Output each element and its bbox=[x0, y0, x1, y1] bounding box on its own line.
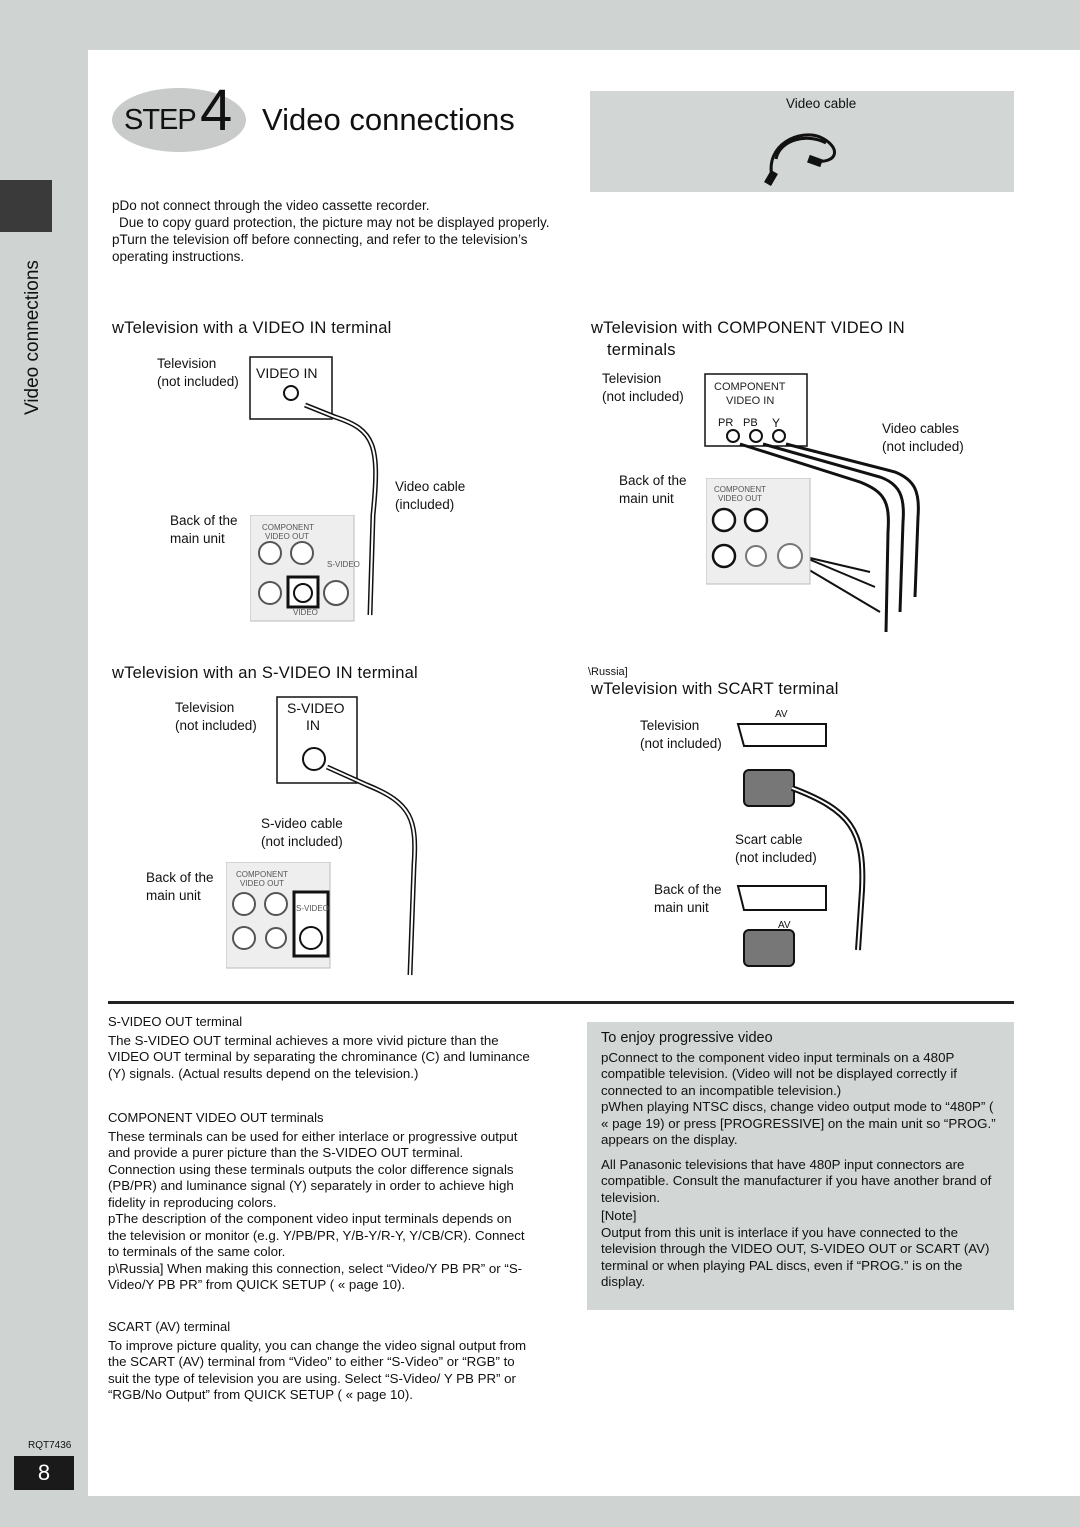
tv-not-included-1: (not included) bbox=[157, 374, 239, 389]
page-title: Video connections bbox=[262, 102, 515, 137]
back-label-4a: Back of the bbox=[654, 882, 722, 897]
step-number: 4 bbox=[200, 78, 233, 143]
back-label-4b: main unit bbox=[654, 900, 709, 915]
scart-cable-label: Scart cable bbox=[735, 832, 803, 847]
component-out-bullet-2: p\Russia] When making this connection, s… bbox=[108, 1260, 523, 1293]
unit-panel-1 bbox=[250, 515, 355, 622]
side-title: Video connections bbox=[22, 260, 43, 415]
unit-video-out-1: VIDEO OUT bbox=[265, 532, 310, 541]
component-out-bullet-1: pThe description of the component video … bbox=[108, 1211, 525, 1259]
video-cable-icon bbox=[764, 133, 837, 187]
svideo-out-block: S-VIDEO OUT terminal The S-VIDEO OUT ter… bbox=[108, 1014, 533, 1082]
progressive-box: To enjoy progressive video pConnect to t… bbox=[587, 1022, 1014, 1310]
unit-svideo-1: S-VIDEO bbox=[327, 560, 360, 569]
component-diagram bbox=[704, 373, 920, 633]
video-cables-label: Video cables bbox=[882, 421, 960, 436]
component-pb: PB bbox=[743, 417, 758, 429]
progressive-bullet-2: pWhen playing NTSC discs, change video o… bbox=[601, 1099, 996, 1147]
svideo-cable-label: S-video cable bbox=[261, 816, 343, 831]
note-3: pTurn the television off before connecti… bbox=[112, 232, 528, 264]
tv-not-included-2: (not included) bbox=[602, 389, 684, 404]
back-label-1a: Back of the bbox=[170, 513, 238, 528]
progressive-heading: To enjoy progressive video bbox=[601, 1030, 773, 1046]
back-label-3b: main unit bbox=[146, 888, 201, 903]
chapter-tab bbox=[0, 180, 52, 232]
unit-component-3: COMPONENT bbox=[236, 870, 288, 879]
note-1: pDo not connect through the video casset… bbox=[112, 198, 430, 213]
tv-not-included-4: (not included) bbox=[640, 736, 722, 751]
unit-video-out-2: VIDEO OUT bbox=[718, 494, 763, 503]
video-in-diagram bbox=[249, 356, 379, 616]
heading-scart: wTelevision with SCART terminal bbox=[591, 680, 839, 698]
scart-out-block: SCART (AV) terminal To improve picture q… bbox=[108, 1319, 533, 1404]
tv-label-1: Television bbox=[157, 356, 217, 371]
back-label-3a: Back of the bbox=[146, 870, 214, 885]
section-divider bbox=[108, 1001, 1014, 1004]
back-label-2b: main unit bbox=[619, 491, 674, 506]
av-label-bottom: AV bbox=[778, 920, 791, 931]
unit-video-1: VIDEO bbox=[293, 608, 318, 617]
tv-label-3: Television bbox=[175, 700, 235, 715]
model-number: RQT7436 bbox=[28, 1440, 72, 1451]
heading-component-2: terminals bbox=[607, 341, 676, 359]
heading-component-1: wTelevision with COMPONENT VIDEO IN bbox=[591, 319, 905, 337]
svideo-out-text: The S-VIDEO OUT terminal achieves a more… bbox=[108, 1032, 530, 1081]
progressive-note-label: [Note] bbox=[601, 1208, 637, 1223]
progressive-content: To enjoy progressive video pConnect to t… bbox=[601, 1030, 1001, 1291]
video-cable-box: Video cable bbox=[590, 91, 1014, 192]
notes-block: pDo not connect through the video casset… bbox=[112, 197, 552, 265]
svideo-diagram bbox=[276, 696, 418, 976]
video-cable-label: Video cable bbox=[786, 96, 857, 111]
component-y: Y bbox=[772, 416, 781, 430]
svideo-jack-2: IN bbox=[306, 717, 320, 733]
video-cable-note-1: (included) bbox=[395, 497, 455, 512]
unit-panel-2 bbox=[706, 478, 811, 585]
unit-video-out-3: VIDEO OUT bbox=[240, 879, 285, 888]
component-pr: PR bbox=[718, 417, 734, 429]
video-cables-note: (not included) bbox=[882, 439, 964, 454]
page-number: 8 bbox=[14, 1456, 74, 1490]
scart-out-heading: SCART (AV) terminal bbox=[108, 1319, 231, 1334]
tv-label-2: Television bbox=[602, 371, 662, 386]
component-panel-2: VIDEO IN bbox=[726, 395, 775, 407]
svideo-cable-note: (not included) bbox=[261, 834, 343, 849]
video-cable-label-1: Video cable bbox=[395, 479, 466, 494]
av-label-top: AV bbox=[775, 709, 788, 720]
unit-svideo-3: S-VIDEO bbox=[296, 904, 329, 913]
unit-component-2: COMPONENT bbox=[714, 485, 766, 494]
tv-label-4: Television bbox=[640, 718, 700, 733]
progressive-bullet-1: pConnect to the component video input te… bbox=[601, 1049, 957, 1098]
component-panel-1: COMPONENT bbox=[714, 381, 786, 393]
step-word: STEP bbox=[124, 104, 197, 136]
heading-svideo: wTelevision with an S-VIDEO IN terminal bbox=[112, 664, 418, 682]
scart-diagram bbox=[736, 723, 866, 967]
svideo-out-heading: S-VIDEO OUT terminal bbox=[108, 1014, 243, 1029]
russia-tag: \Russia] bbox=[588, 666, 628, 678]
back-label-2a: Back of the bbox=[619, 473, 687, 488]
back-label-1b: main unit bbox=[170, 531, 225, 546]
unit-panel-3 bbox=[226, 862, 331, 969]
video-in-jack-label: VIDEO IN bbox=[256, 365, 318, 381]
progressive-text: All Panasonic televisions that have 480P… bbox=[601, 1156, 992, 1205]
unit-component-1: COMPONENT bbox=[262, 523, 314, 532]
component-out-text: These terminals can be used for either i… bbox=[108, 1128, 518, 1210]
scart-cable-note: (not included) bbox=[735, 850, 817, 865]
tv-not-included-3: (not included) bbox=[175, 718, 257, 733]
svideo-jack-1: S-VIDEO bbox=[287, 700, 345, 716]
heading-video-in: wTelevision with a VIDEO IN terminal bbox=[112, 319, 392, 337]
component-out-block: COMPONENT VIDEO OUT terminals These term… bbox=[108, 1110, 533, 1294]
component-out-heading: COMPONENT VIDEO OUT terminals bbox=[108, 1110, 324, 1125]
step-badge bbox=[112, 88, 246, 152]
progressive-note: Output from this unit is interlace if yo… bbox=[601, 1224, 990, 1290]
scart-out-text: To improve picture quality, you can chan… bbox=[108, 1337, 527, 1403]
note-2: Due to copy guard protection, the pictur… bbox=[119, 215, 550, 230]
